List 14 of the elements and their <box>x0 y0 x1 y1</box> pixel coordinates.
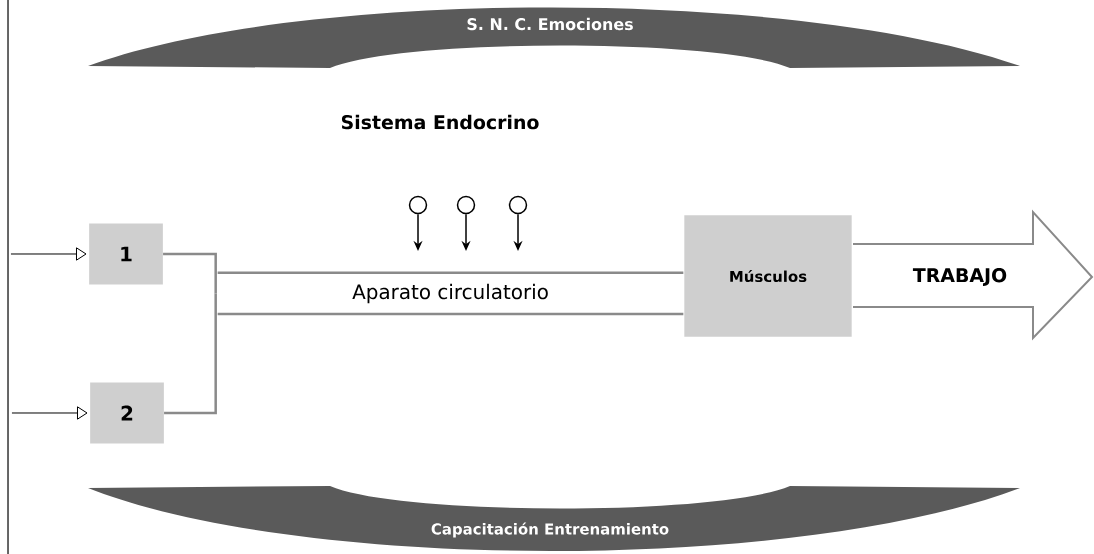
arc-band: S. N. C. Emociones <box>88 7 1020 68</box>
arrow <box>11 406 88 420</box>
arc-band: Capacitación Entrenamiento <box>88 486 1020 551</box>
connector-line <box>163 252 217 294</box>
connector-line <box>164 293 217 415</box>
number-box: 1 <box>89 223 163 285</box>
heading-text: Sistema Endocrino <box>341 114 539 130</box>
arrow <box>10 247 87 261</box>
number-box: 2 <box>90 382 164 444</box>
circle <box>456 195 476 215</box>
circle <box>508 195 528 215</box>
circle <box>408 195 428 215</box>
channel: Aparato circulatorio <box>217 271 684 316</box>
muscle-box: Músculos <box>684 215 852 337</box>
